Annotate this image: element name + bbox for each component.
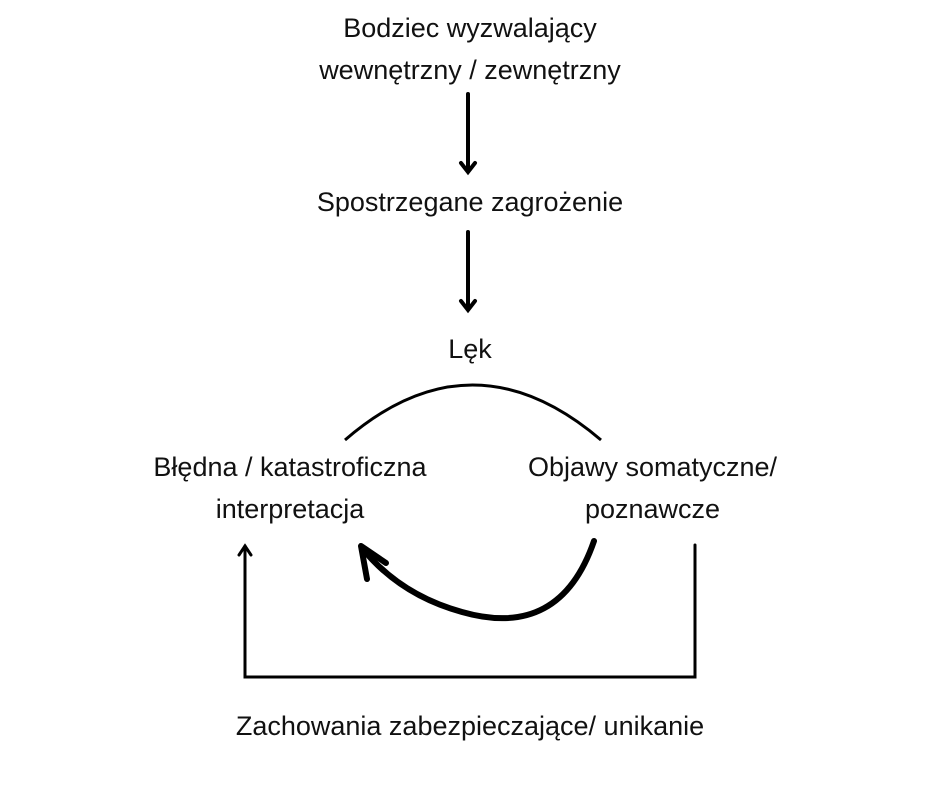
arrow-safety-loop [237,543,697,679]
arrow-trigger-to-threat [459,92,477,176]
node-symptoms-line1: Objawy somatyczne/ [527,452,778,482]
arrow-threat-to-anxiety [459,230,477,314]
node-threat: Spostrzegane zagrożenie [270,181,670,223]
node-interpretation-line1: Błędna / katastroficzna [153,452,427,482]
node-threat-line1: Spostrzegane zagrożenie [316,187,624,217]
arrow-arc-bottom [358,538,597,622]
arc-top [344,383,602,442]
node-anxiety-line1: Lęk [448,334,492,364]
node-safety-line1: Zachowania zabezpieczające/ unikanie [235,711,705,741]
node-trigger-line2: wewnętrzny / zewnętrzny [319,55,621,85]
node-trigger-line1: Bodziec wyzwalający [343,13,597,43]
node-interpretation-line2: interpretacja [215,494,365,524]
node-safety: Zachowania zabezpieczające/ unikanie [170,705,770,747]
node-interpretation: Błędna / katastroficzna interpretacja [110,446,470,530]
node-anxiety: Lęk [370,328,570,370]
node-symptoms-line2: poznawcze [584,494,721,524]
node-symptoms: Objawy somatyczne/ poznawcze [490,446,815,530]
node-trigger: Bodziec wyzwalający wewnętrzny / zewnętr… [270,7,670,91]
